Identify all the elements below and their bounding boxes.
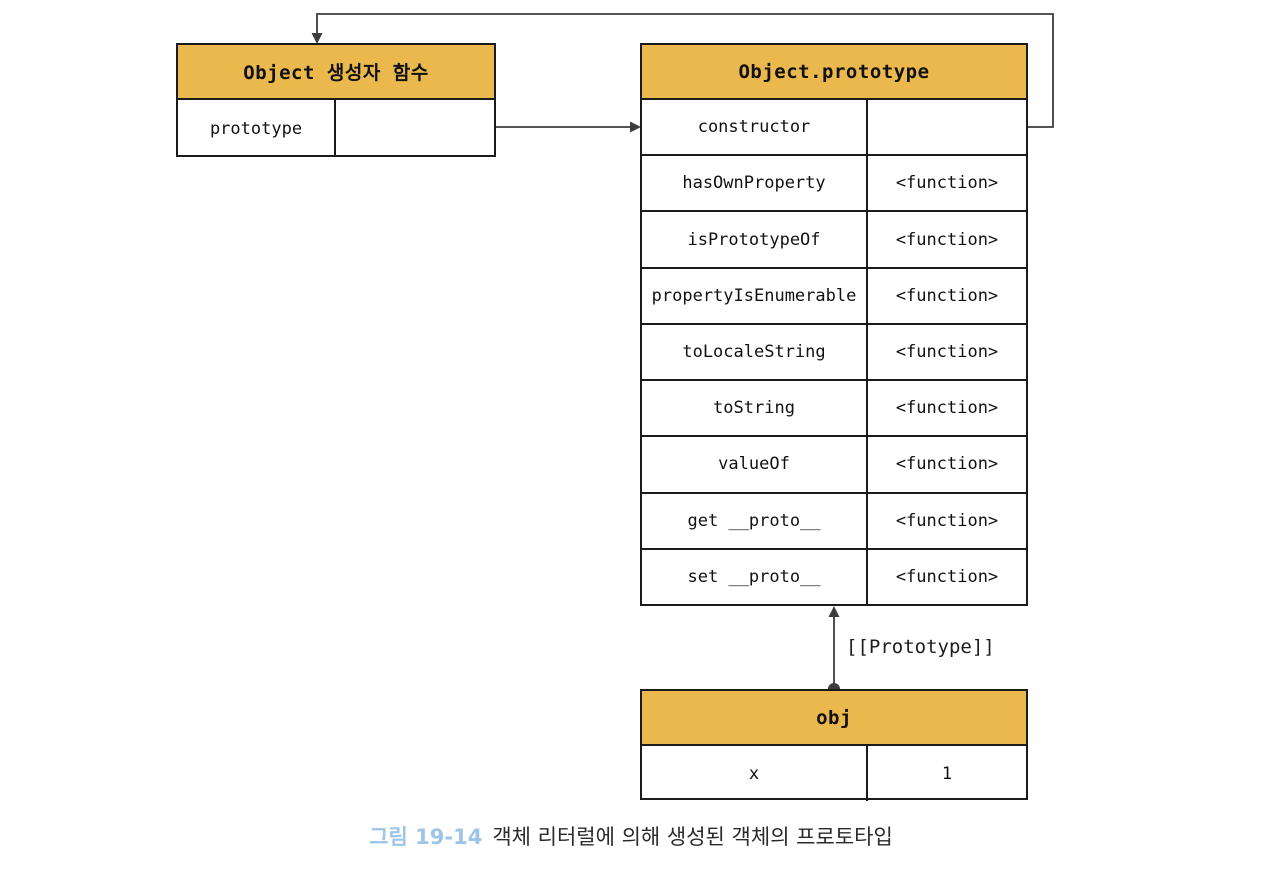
- property-key-cell: toLocaleString: [642, 324, 868, 380]
- table-row: set __proto__ <function>: [642, 547, 1026, 604]
- object-constructor-table-title: Object 생성자 함수: [178, 45, 494, 100]
- property-key-cell: propertyIsEnumerable: [642, 268, 868, 323]
- table-row: propertyIsEnumerable <function>: [642, 266, 1026, 323]
- figure-caption: 그림 19-14 객체 리터럴에 의해 생성된 객체의 프로토타입: [0, 822, 1262, 852]
- property-value-cell: <function>: [895, 229, 999, 250]
- property-value-cell: 1: [941, 763, 953, 784]
- object-prototype-table: Object.prototype constructor hasOwnPrope…: [640, 43, 1028, 606]
- table-row: toString <function>: [642, 379, 1026, 436]
- obj-table: obj x 1: [640, 689, 1028, 801]
- table-row: prototype: [178, 100, 494, 157]
- property-value-cell: <function>: [895, 566, 999, 587]
- object-constructor-table-body: prototype: [178, 100, 494, 157]
- property-value-cell: <function>: [895, 341, 999, 362]
- object-constructor-table: Object 생성자 함수 prototype: [176, 43, 496, 157]
- prototype-link-label: [[Prototype]]: [846, 636, 995, 658]
- property-key-cell: constructor: [642, 100, 868, 155]
- figure-title-text: 객체 리터럴에 의해 생성된 객체의 프로토타입: [492, 825, 893, 849]
- obj-table-body: x 1: [642, 746, 1026, 801]
- property-key-cell: isPrototypeOf: [642, 212, 868, 267]
- property-key-cell: toString: [642, 381, 868, 436]
- table-row: x 1: [642, 746, 1026, 801]
- figure-number-label: 그림 19-14: [369, 825, 483, 849]
- property-key-cell: x: [642, 746, 868, 801]
- property-value-cell: [868, 100, 1026, 154]
- object-prototype-table-body: constructor hasOwnProperty <function> is…: [642, 100, 1026, 604]
- property-key-cell: hasOwnProperty: [642, 156, 868, 211]
- table-row: constructor: [642, 100, 1026, 155]
- arrowhead-up-icon: [828, 606, 840, 617]
- table-row: hasOwnProperty <function>: [642, 154, 1026, 211]
- table-row: isPrototypeOf <function>: [642, 210, 1026, 267]
- table-row: toLocaleString <function>: [642, 322, 1026, 380]
- property-value-cell: [336, 100, 494, 157]
- property-value-cell: <function>: [895, 398, 999, 419]
- obj-table-title: obj: [642, 691, 1026, 746]
- prototype-link-arrow: [828, 606, 840, 695]
- object-prototype-table-title: Object.prototype: [642, 45, 1026, 100]
- property-value-cell: <function>: [895, 285, 999, 306]
- table-row: valueOf <function>: [642, 435, 1026, 492]
- property-value-cell: <function>: [895, 510, 999, 531]
- property-value-cell: <function>: [895, 454, 999, 475]
- property-key-cell: valueOf: [642, 437, 868, 492]
- property-key-cell: set __proto__: [642, 549, 868, 604]
- property-key-cell: prototype: [178, 100, 336, 157]
- property-value-cell: <function>: [895, 173, 999, 194]
- property-key-cell: get __proto__: [642, 493, 868, 548]
- table-row: get __proto__ <function>: [642, 491, 1026, 548]
